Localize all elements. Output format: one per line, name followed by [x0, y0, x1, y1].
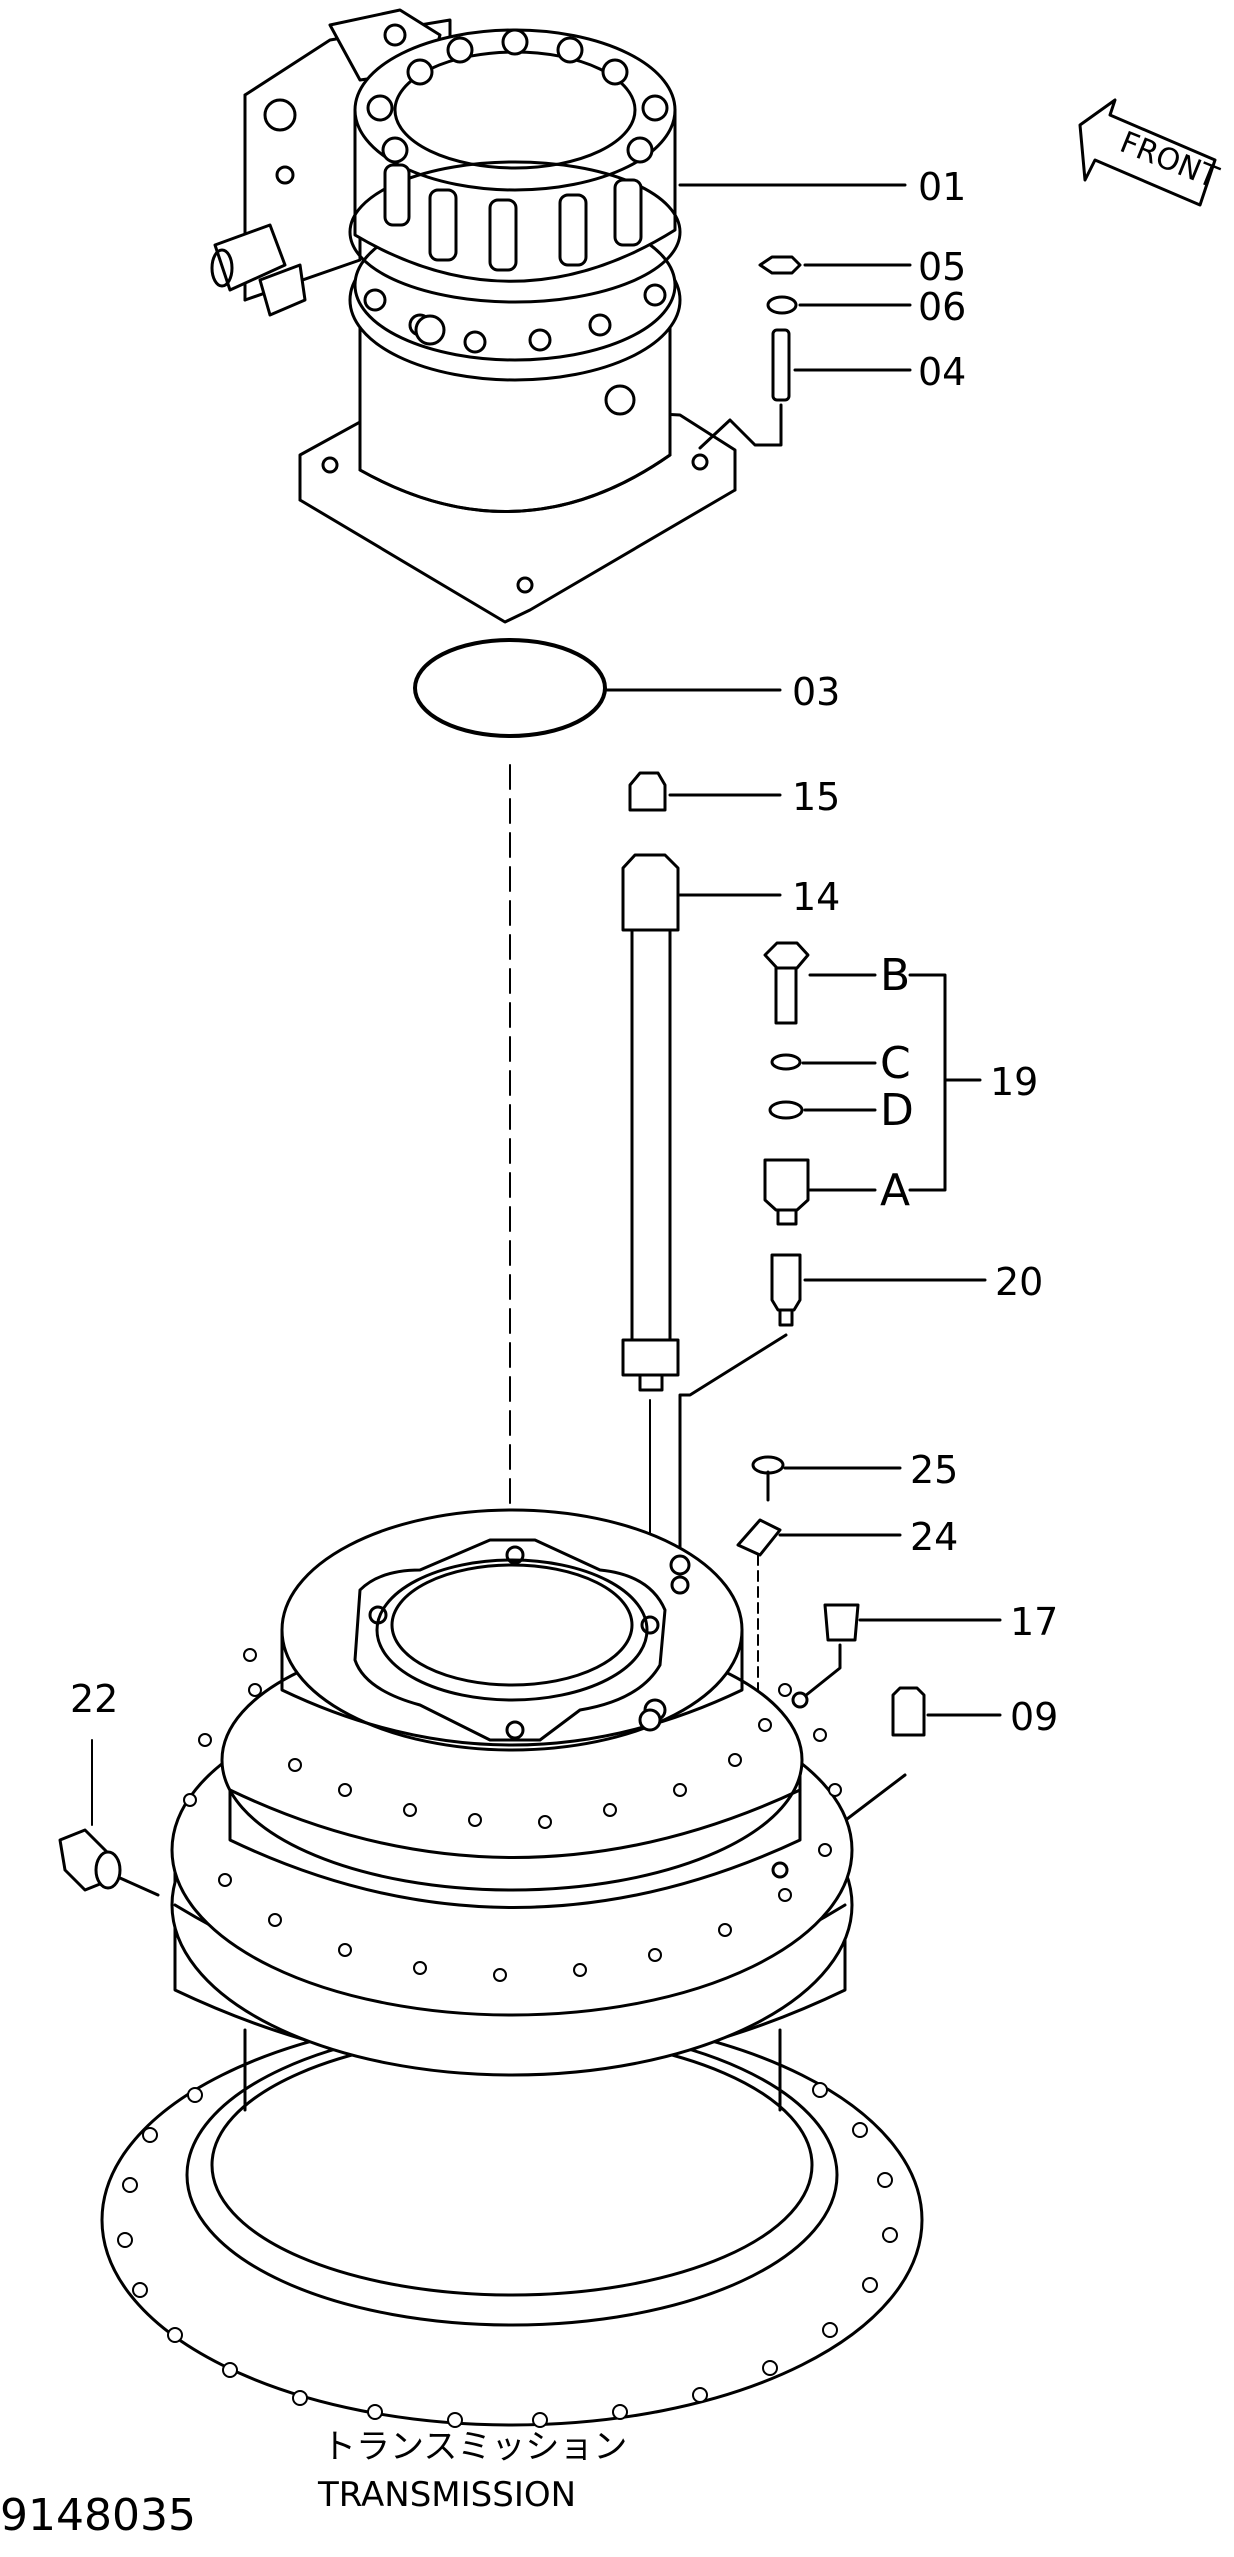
label-19: 19: [990, 1060, 1038, 1104]
plug-15-icon: [628, 771, 782, 812]
label-B: B: [880, 950, 910, 1001]
label-06: 06: [918, 285, 966, 329]
label-04: 04: [918, 350, 966, 394]
plate-24-icon: [736, 1518, 902, 1746]
pipe-14-icon: [621, 853, 782, 1721]
pin-25-icon: [751, 1455, 902, 1502]
label-A: A: [880, 1165, 910, 1216]
o-ring-03-icon: [413, 638, 782, 738]
drawing-number: 9148035: [0, 2490, 196, 2541]
adapter-20-icon: [678, 1253, 987, 1587]
label-24: 24: [910, 1515, 958, 1559]
label-17: 17: [1010, 1600, 1058, 1644]
label-25: 25: [910, 1448, 958, 1492]
caption-jp: トランスミッション: [322, 2427, 627, 2467]
plug-17-icon: [798, 1603, 1002, 1702]
label-15: 15: [792, 775, 840, 819]
stud-04-icon: [698, 328, 912, 450]
fitting-19-group: [763, 941, 982, 1226]
label-03: 03: [792, 670, 840, 714]
label-05: 05: [918, 245, 966, 289]
front-arrow-icon: [1078, 98, 1217, 207]
label-D: D: [880, 1085, 914, 1136]
label-14: 14: [792, 875, 840, 919]
caption-en: TRANSMISSION: [317, 2475, 576, 2515]
label-C: C: [880, 1038, 911, 1089]
plug-22-icon: [58, 1739, 160, 1897]
transmission-housing: [100, 1508, 924, 2428]
label-20: 20: [995, 1260, 1043, 1304]
label-01: 01: [918, 165, 966, 209]
washer-06-icon: [766, 295, 912, 315]
swing-motor-assembly: [210, 8, 737, 624]
label-09: 09: [1010, 1695, 1058, 1739]
label-22: 22: [70, 1677, 118, 1721]
nut-05-icon: [758, 255, 912, 275]
